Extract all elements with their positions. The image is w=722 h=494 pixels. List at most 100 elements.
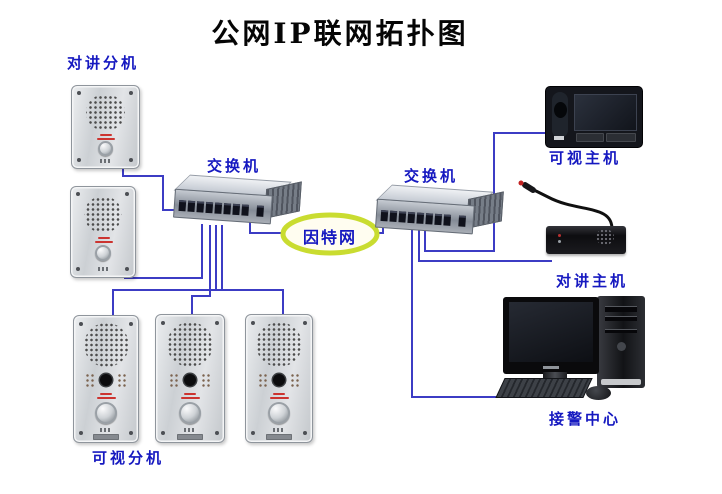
label-alarm-center: 接警中心 — [549, 411, 622, 428]
ir-leds — [169, 373, 179, 387]
screw — [125, 192, 129, 196]
internet-cloud — [280, 212, 380, 256]
switch-front-ports — [173, 188, 273, 225]
call-button — [179, 402, 201, 424]
call-button — [268, 402, 290, 424]
mic-holes — [100, 428, 112, 432]
monitor — [503, 297, 599, 374]
rj45-port — [205, 201, 214, 213]
speaker-grille — [84, 196, 122, 233]
rj45-port — [241, 203, 250, 216]
rj45-port — [223, 202, 232, 215]
button-bar — [576, 133, 604, 142]
intercom-master-mic-base — [546, 226, 626, 254]
rj45-port — [214, 201, 223, 214]
keyboard — [495, 378, 593, 398]
rj45-port — [407, 211, 416, 223]
ethernet-switch-right — [372, 184, 506, 248]
label-visual-host: 可视主机 — [549, 150, 622, 167]
screw — [303, 431, 307, 435]
uplink-port — [458, 214, 467, 227]
speaker-pattern — [596, 229, 614, 245]
rj45-port — [416, 211, 425, 224]
diagram-title: 公网IP联网拓扑图 — [211, 17, 469, 50]
mic-holes — [184, 428, 196, 432]
name-plate — [177, 434, 203, 440]
screw — [161, 431, 165, 435]
wire-switch-left-to-panel2 — [191, 225, 211, 314]
red-label-text — [180, 393, 200, 399]
drive-bay — [605, 329, 637, 333]
status-led — [558, 234, 561, 237]
screw — [215, 431, 219, 435]
wire-panels-bus — [112, 289, 284, 315]
gooseneck-mic-neck — [518, 180, 614, 231]
screw — [251, 321, 255, 325]
camera-row — [258, 372, 300, 388]
rj45-port — [425, 212, 434, 225]
red-label-text — [96, 393, 116, 399]
button-bar — [606, 133, 636, 142]
camera-row — [85, 372, 127, 388]
status-led — [558, 240, 561, 243]
wire-intercom2-to-switch-left — [124, 224, 203, 279]
uplink-port — [256, 204, 265, 217]
speaker-grille — [86, 94, 125, 131]
screw — [125, 267, 129, 271]
screw — [76, 267, 80, 271]
speaker-grille — [84, 323, 129, 367]
red-label-text — [94, 237, 113, 243]
ir-leds — [258, 373, 268, 387]
rj45-port — [380, 209, 389, 221]
monitor-logo — [543, 366, 559, 369]
rj45-port — [187, 200, 196, 212]
camera-lens — [273, 374, 285, 386]
speaker-grille — [167, 322, 213, 367]
screw — [129, 91, 133, 95]
speaker-grille — [256, 322, 302, 367]
camera-row — [169, 372, 211, 388]
label-visual-extension: 可视分机 — [92, 450, 165, 467]
call-button — [95, 245, 111, 261]
video-screen — [574, 94, 637, 131]
screw — [303, 321, 307, 325]
red-label-text — [269, 393, 289, 399]
intercom-panel-1 — [71, 85, 140, 169]
screw — [77, 91, 81, 95]
rj45-port — [398, 210, 407, 223]
call-button — [98, 141, 113, 156]
rj45-port — [196, 200, 205, 213]
screw — [161, 321, 165, 325]
screw — [129, 322, 133, 326]
ir-leds — [201, 373, 211, 387]
mouse — [586, 386, 611, 400]
rj45-port — [443, 213, 452, 226]
computer-tower — [597, 296, 645, 388]
label-switch-right: 交换机 — [404, 168, 459, 185]
red-label-text — [96, 134, 115, 140]
ir-leds — [117, 373, 127, 387]
screw — [251, 431, 255, 435]
screw — [215, 321, 219, 325]
wire-switch-right-to-intercom-host — [418, 230, 552, 262]
video-master-station — [545, 86, 643, 148]
screw — [77, 158, 81, 162]
tower-base — [601, 379, 641, 385]
label-switch-left: 交换机 — [207, 158, 262, 175]
camera-lens — [100, 374, 112, 386]
call-button — [95, 402, 117, 424]
drive-bay — [605, 306, 637, 312]
screw — [79, 322, 83, 326]
badge — [554, 136, 564, 140]
label-intercom-extension: 对讲分机 — [67, 55, 140, 72]
label-intercom-host: 对讲主机 — [556, 273, 629, 290]
visual-panel-1 — [73, 315, 139, 443]
rj45-port — [434, 213, 443, 225]
rj45-port — [178, 199, 187, 211]
power-button — [617, 342, 626, 351]
visual-panel-3 — [245, 314, 313, 443]
handset-ear — [554, 102, 567, 118]
mic-holes — [98, 267, 108, 271]
screw — [76, 192, 80, 196]
